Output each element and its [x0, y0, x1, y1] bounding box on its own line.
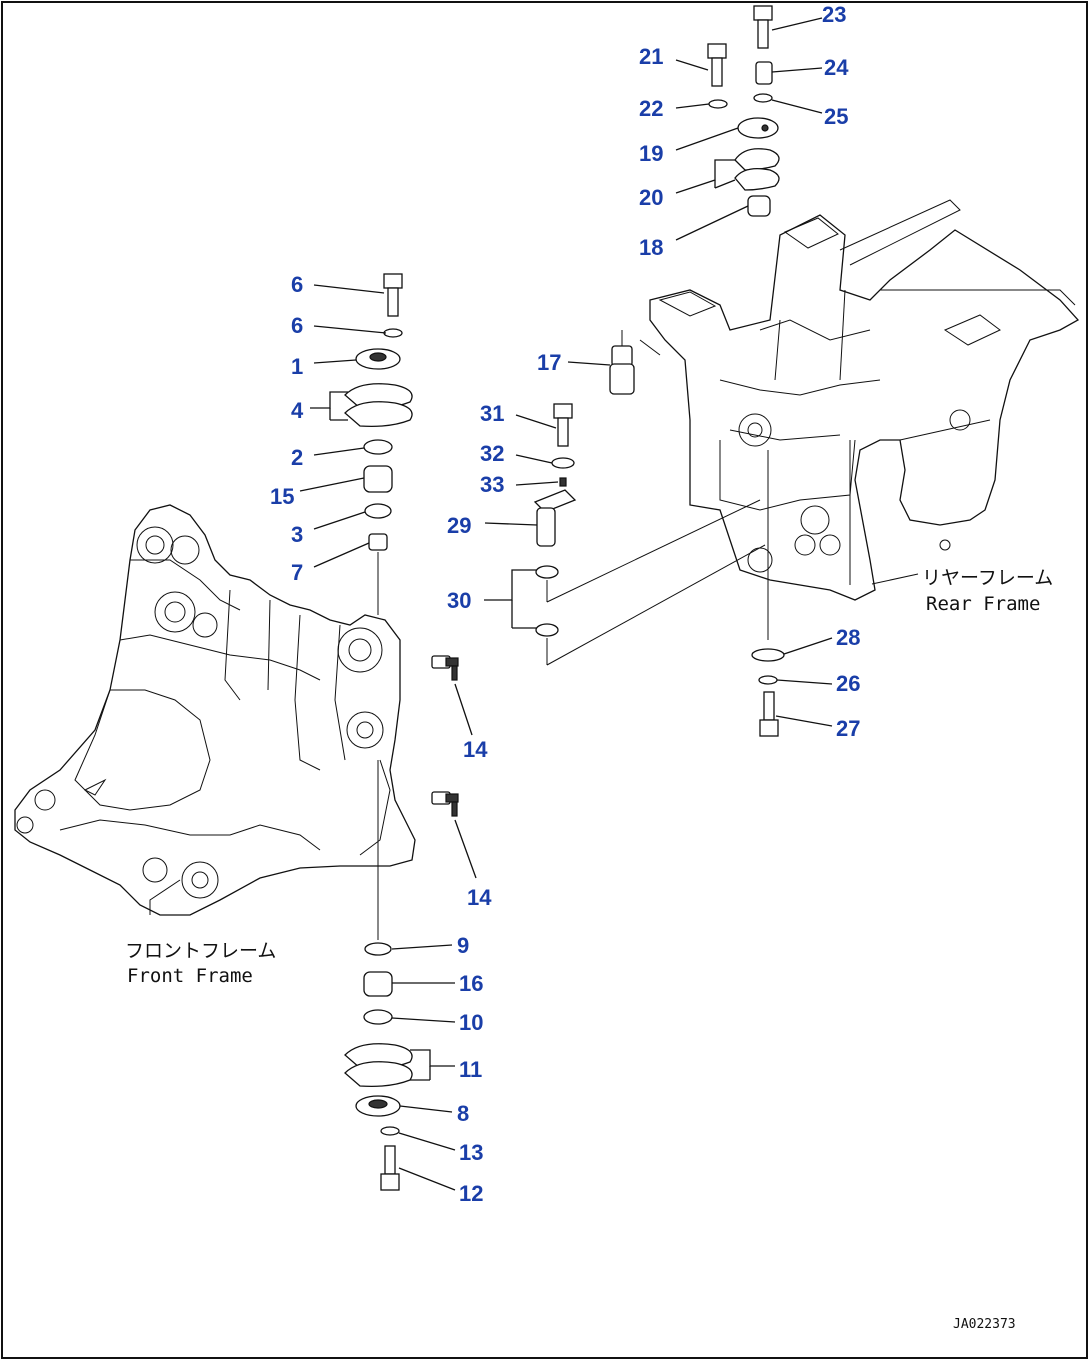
rear-frame-label-leader: [871, 573, 919, 585]
washer-32: [551, 457, 575, 469]
bolt-23-shank: [757, 19, 769, 49]
bolt-27-head: [759, 719, 779, 737]
ring-9: [364, 942, 392, 956]
spacer-7: [368, 533, 388, 551]
bolt-5-shank: [387, 287, 399, 317]
callout-31: 31: [480, 401, 504, 426]
callout-30: 30: [447, 588, 471, 613]
callout-4: 4: [291, 398, 304, 423]
bolt-23-head: [753, 5, 773, 21]
plate-28: [751, 648, 785, 662]
center-pin-17: [609, 330, 661, 395]
pin-29: [536, 507, 556, 547]
bolt-27-shank: [763, 691, 775, 721]
lower-front-parts: [344, 760, 413, 1191]
bolt-31-head: [553, 403, 573, 419]
callout-25: 25: [824, 104, 848, 129]
callout-26: 26: [836, 671, 860, 696]
callout-numbers: 6 6 1 4 2 15 3 7 14 14 9 16 10 11 8 13 1…: [270, 2, 860, 1206]
callout-5: 6: [291, 272, 303, 297]
lower-rear-parts: [751, 450, 785, 737]
callout-21: 21: [639, 44, 663, 69]
bolt-5-head: [383, 273, 403, 289]
bolt-21-head: [707, 43, 727, 59]
callout-6: 6: [291, 313, 303, 338]
callout-9: 9: [457, 933, 469, 958]
ring-3: [364, 503, 392, 519]
grease-fittings-14: [431, 655, 459, 817]
front-frame-label-jp: フロントフレーム: [125, 940, 276, 962]
plate-19: [737, 117, 779, 139]
callout-22: 22: [639, 96, 663, 121]
leader-lines: [299, 17, 833, 1191]
callout-27: 27: [836, 716, 860, 741]
bolt-12-head: [380, 1173, 400, 1191]
callout-24: 24: [824, 55, 849, 80]
collar-30b: [535, 623, 559, 637]
bolt-12-shank: [384, 1145, 396, 1175]
callout-7: 7: [291, 560, 303, 585]
shim-11b: [344, 1061, 413, 1088]
front-frame-label-en: Front Frame: [127, 965, 253, 987]
nut-33: [559, 477, 567, 487]
callout-11: 11: [459, 1057, 482, 1082]
bushing-18: [747, 195, 771, 217]
shim-20b: [734, 167, 780, 191]
washer-13: [380, 1126, 400, 1136]
upper-hinge-parts: [707, 5, 780, 217]
lock-pin-parts: [533, 403, 766, 666]
collar-30a: [535, 565, 559, 579]
callout-16: 16: [459, 971, 483, 996]
callout-33: 33: [480, 472, 504, 497]
callout-15: 15: [270, 484, 294, 509]
callout-2: 2: [291, 445, 303, 470]
callout-19: 19: [639, 141, 663, 166]
shim-20a: [734, 148, 780, 171]
callout-14-lower: 14: [467, 885, 492, 910]
bolt-21-shank: [711, 57, 723, 87]
rear-frame-label-en: Rear Frame: [926, 593, 1040, 615]
front-frame-illustration: [14, 504, 416, 916]
bolt-31-shank: [557, 417, 569, 447]
ring-10: [363, 1009, 393, 1025]
callout-3: 3: [291, 522, 303, 547]
callout-8: 8: [457, 1101, 469, 1126]
callout-1: 1: [291, 354, 303, 379]
callout-28: 28: [836, 625, 860, 650]
upper-front-parts: [344, 273, 413, 615]
callout-23: 23: [822, 2, 846, 27]
shim-4b: [344, 401, 413, 428]
callout-18: 18: [639, 235, 663, 260]
callout-10: 10: [459, 1010, 483, 1035]
washer-6: [383, 328, 403, 338]
bearing-15: [363, 465, 393, 493]
rear-frame-label-jp: リヤーフレーム: [922, 567, 1053, 589]
ring-2: [363, 439, 393, 455]
washer-22: [708, 99, 728, 109]
spacer-24: [755, 61, 773, 85]
rear-frame-illustration: [649, 199, 1080, 601]
washer-26: [758, 675, 778, 685]
bearing-16: [363, 971, 393, 997]
washer-25: [753, 93, 773, 103]
callout-32: 32: [480, 441, 504, 466]
callout-12: 12: [459, 1181, 483, 1206]
drawing-code: JA022373: [953, 1317, 1016, 1332]
callout-17: 17: [537, 350, 561, 375]
callout-14-upper: 14: [463, 737, 488, 762]
callout-13: 13: [459, 1140, 483, 1165]
callout-20: 20: [639, 185, 663, 210]
callout-29: 29: [447, 513, 471, 538]
